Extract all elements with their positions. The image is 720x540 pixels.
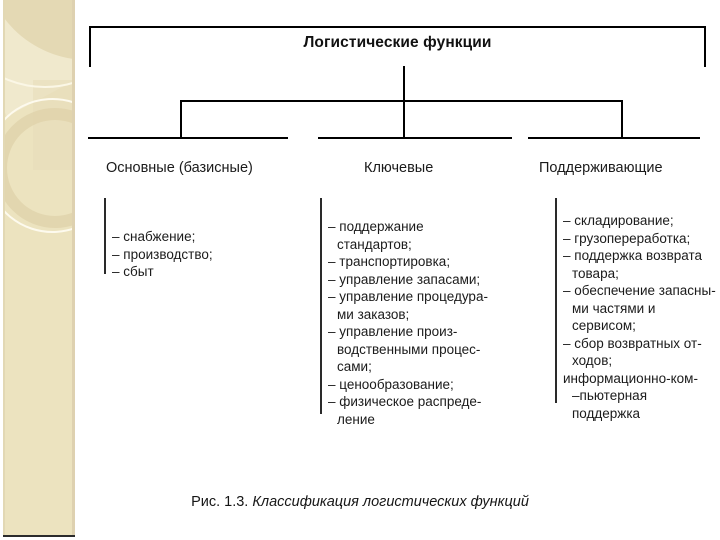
column-supporting-bracket	[555, 198, 557, 403]
column-basic-bracket	[104, 198, 106, 274]
column-basic-list-wrap: – снабжение; – производство; – сбыт	[104, 198, 309, 281]
column-basic-items: – снабжение; – производство; – сбыт	[104, 198, 309, 281]
sidebar-right-edge	[72, 0, 75, 535]
list-item: – грузопереработка;	[563, 230, 691, 246]
list-item: – обеспечение запасны- ми частями и серв…	[563, 283, 716, 333]
sidebar-arc-large-icon	[3, 0, 75, 88]
diagram-title: Логистические функции	[303, 34, 492, 51]
column-supporting: Поддерживающие – складирование; – грузоп…	[527, 160, 717, 422]
list-item: – сбыт	[112, 264, 154, 279]
connector-vertical-stem	[403, 66, 405, 139]
column-key-items: – поддержание стандартов; – транспортиро…	[320, 198, 530, 428]
list-item: – управление произ- водственными процес-…	[328, 324, 481, 374]
list-item: – поддержка возврата товара;	[563, 248, 703, 281]
sidebar-bottom-rule	[3, 535, 75, 537]
connector-drop-right	[621, 100, 623, 139]
list-item: – снабжение;	[112, 229, 196, 244]
column-key-bracket	[320, 198, 322, 414]
list-item: информационно-ком- –пьютерная поддержка	[563, 370, 698, 421]
column-supporting-items: – складирование; – грузопереработка; – п…	[527, 198, 717, 422]
column-header-supporting: Поддерживающие	[539, 160, 663, 176]
list-item: – физическое распреде- ление	[328, 394, 482, 427]
column-key-list-wrap: – поддержание стандартов; – транспортиро…	[320, 198, 530, 428]
column-rule-key	[318, 137, 512, 139]
figure-number: Рис. 1.3.	[191, 494, 249, 510]
column-header-key: Ключевые	[364, 160, 434, 176]
column-key: Ключевые – поддержание стандартов; – тра…	[320, 160, 530, 428]
column-rule-basic	[88, 137, 288, 139]
column-rule-supporting	[528, 137, 700, 139]
decorative-sidebar	[3, 0, 75, 535]
column-header-basic: Основные (базисные)	[106, 160, 253, 176]
list-item: – транспортировка;	[328, 254, 451, 269]
figure-caption: Рис. 1.3. Классификация логистических фу…	[0, 494, 720, 510]
connector-drop-left	[180, 100, 182, 139]
connector-horizontal-bar	[180, 100, 623, 102]
list-item: – сбор возвратных от- ходов;	[563, 335, 702, 369]
figure-caption-text: Классификация логистических функций	[248, 494, 529, 510]
list-item: – производство;	[112, 246, 213, 262]
column-supporting-list-wrap: – складирование; – грузопереработка; – п…	[527, 198, 717, 422]
list-item: – складирование;	[563, 213, 674, 228]
list-item: – ценообразование;	[328, 376, 454, 392]
list-item: – управление запасами;	[328, 271, 481, 287]
column-basic: Основные (базисные) – снабжение; – произ…	[104, 160, 309, 281]
sidebar-left-edge	[3, 0, 5, 535]
list-item: – поддержание стандартов;	[328, 219, 424, 252]
list-item: – управление процедура- ми заказов;	[328, 289, 488, 322]
diagram-title-box: Логистические функции	[89, 26, 706, 67]
